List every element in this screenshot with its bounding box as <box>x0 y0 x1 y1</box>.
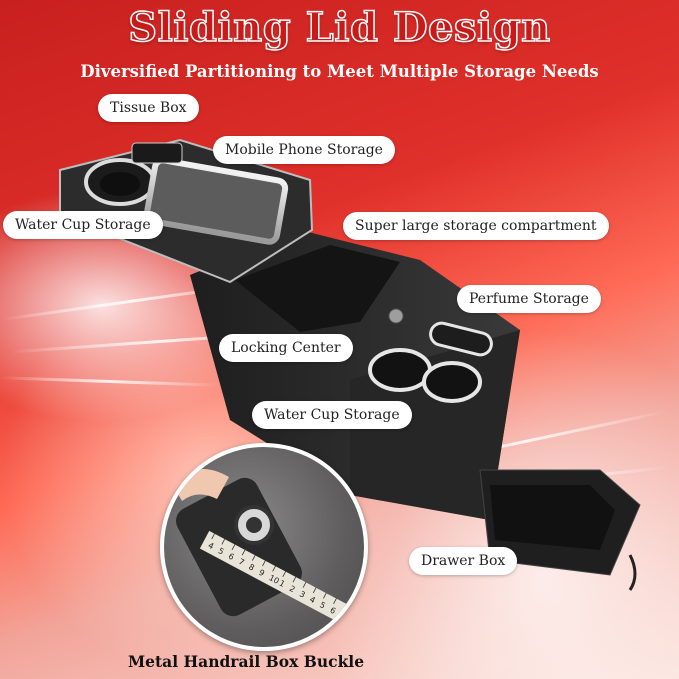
ruler-tick <box>262 560 266 567</box>
callout-drawer-box: Drawer Box <box>409 547 518 575</box>
callout-water-cup-storage-top: Water Cup Storage <box>3 211 163 239</box>
ruler-number: 5 <box>318 600 327 610</box>
ruler-tick <box>231 544 236 550</box>
inset-caption: Metal Handrail Box Buckle <box>128 652 365 671</box>
phone-tray <box>143 157 289 245</box>
ruler-number: 5 <box>217 546 226 556</box>
ruler-tick <box>221 538 226 545</box>
ruler-number: 3 <box>298 589 307 599</box>
ruler-number: 2 <box>288 584 297 594</box>
storage-compartment <box>235 245 400 332</box>
callout-perfume-storage: Perfume Storage <box>457 285 601 313</box>
lock-cylinder <box>388 308 404 324</box>
ruler-number: 8 <box>247 562 256 572</box>
callout-locking-center: Locking Center <box>219 334 353 362</box>
front-cup-holder-left <box>368 348 432 392</box>
ruler-tick <box>211 533 215 540</box>
front-cup-holder-right <box>422 361 482 403</box>
ruler-tick <box>282 571 286 577</box>
ruler-tick <box>241 549 246 556</box>
callout-water-cup-storage-front: Water Cup Storage <box>252 401 412 429</box>
ruler-tick <box>312 587 317 594</box>
ruler-number: 4 <box>308 595 317 605</box>
callout-tissue-box: Tissue Box <box>98 94 199 122</box>
ruler-number: 6 <box>328 606 337 616</box>
ruler-number: 4 <box>207 541 216 551</box>
ruler-tick <box>323 592 327 599</box>
page-subtitle: Diversified Partitioning to Meet Multipl… <box>80 62 599 81</box>
perfume-slot <box>429 321 493 357</box>
buckle-detail-illustration: 456789101234567 <box>174 469 360 629</box>
ruler-tick <box>272 565 276 572</box>
ruler-number: 9 <box>257 568 266 578</box>
ruler-tick <box>292 576 297 583</box>
ruler-tick <box>251 555 256 561</box>
ruler-tick <box>302 582 307 588</box>
callout-mobile-phone-storage: Mobile Phone Storage <box>213 136 395 164</box>
ruler-number: 6 <box>227 552 236 562</box>
page-title: Sliding Lid Design <box>127 3 551 52</box>
callout-super-large-storage: Super large storage compartment <box>343 212 609 240</box>
ruler-number: 10 <box>267 573 280 586</box>
tissue-slot <box>131 142 183 164</box>
ruler-number: 7 <box>237 557 246 567</box>
ruler-number: 1 <box>278 579 287 589</box>
buckle-detail-inset: 456789101234567 <box>160 443 368 651</box>
ruler-tick <box>333 598 337 604</box>
